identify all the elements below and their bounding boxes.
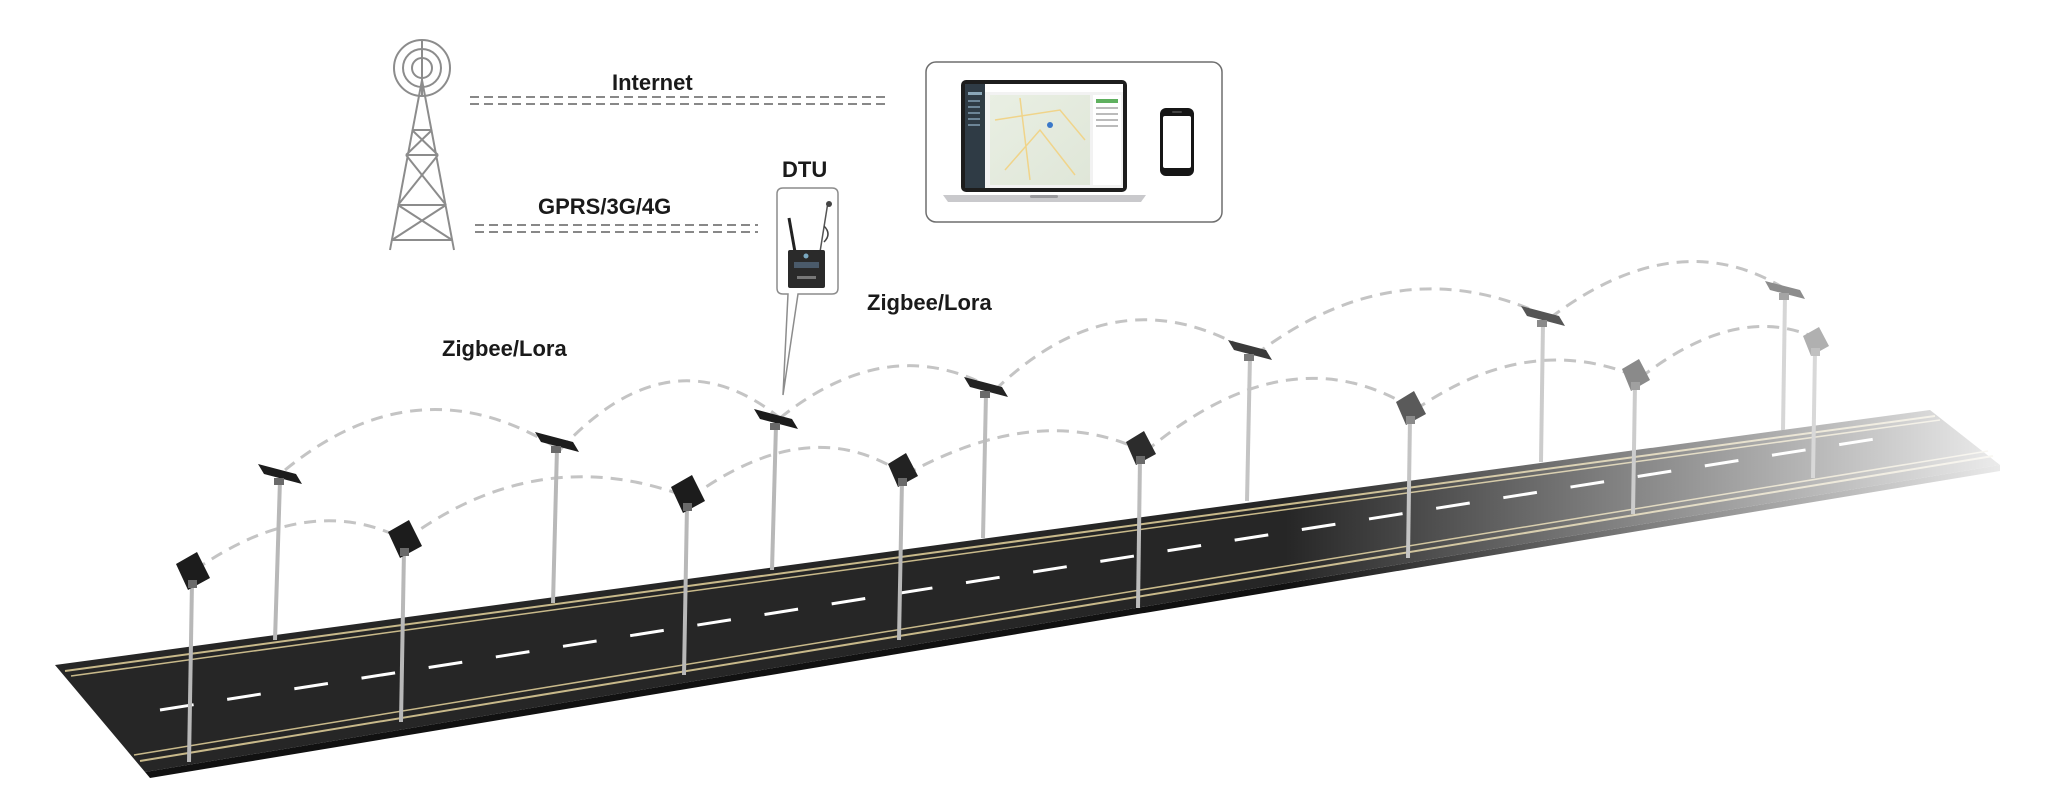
street-light xyxy=(754,409,798,571)
monitoring-devices-panel xyxy=(925,61,1223,223)
mesh-label-right: Zigbee/Lora xyxy=(867,290,992,315)
street-light xyxy=(258,464,302,641)
cellular-link xyxy=(475,224,758,233)
street-light xyxy=(671,475,705,676)
street-light xyxy=(1803,327,1829,479)
street-light xyxy=(1126,431,1156,609)
street-light xyxy=(1228,340,1272,502)
smartphone-icon xyxy=(1160,108,1194,176)
street-light xyxy=(1396,391,1426,559)
street-light xyxy=(176,552,210,763)
road xyxy=(40,400,2048,785)
street-light xyxy=(888,453,918,641)
street-light xyxy=(535,432,579,604)
dtu-label: DTU xyxy=(782,157,827,182)
mesh-links xyxy=(194,260,1821,572)
dtu-gateway-icon xyxy=(787,201,832,288)
street-light xyxy=(1521,306,1565,463)
street-lights-front-row xyxy=(176,327,1829,763)
dtu-callout xyxy=(776,187,839,396)
street-light xyxy=(1765,281,1805,431)
cell-tower-icon xyxy=(389,39,455,251)
internet-label: Internet xyxy=(612,70,693,95)
mesh-label-left: Zigbee/Lora xyxy=(442,336,567,361)
street-light xyxy=(964,377,1008,539)
road-fade xyxy=(40,400,2048,785)
laptop-icon xyxy=(943,80,1146,202)
street-light xyxy=(388,520,422,723)
street-lights-back-row xyxy=(258,281,1805,641)
street-light xyxy=(1622,359,1650,515)
internet-link xyxy=(470,96,885,105)
cellular-label: GPRS/3G/4G xyxy=(538,194,671,219)
